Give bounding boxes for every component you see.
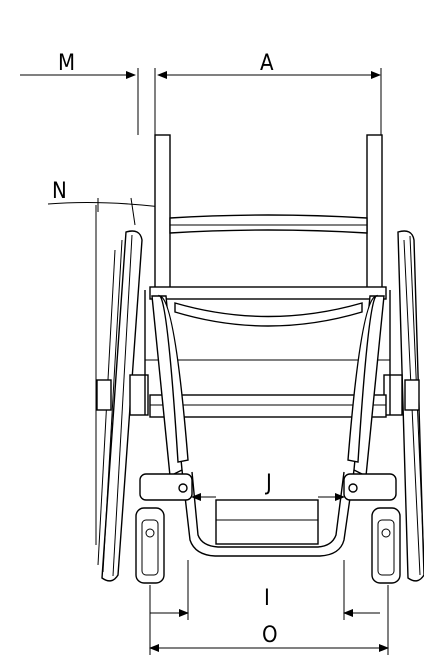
left-caster: [135, 473, 193, 584]
dimension-j: J: [191, 471, 345, 501]
footrest: [181, 469, 355, 557]
label-n: N: [52, 179, 67, 204]
dimension-i: I: [149, 560, 389, 655]
right-caster: [343, 473, 401, 584]
left-rear-wheel: [96, 230, 149, 582]
label-j: J: [264, 471, 272, 496]
label-a: A: [260, 51, 274, 76]
dimension-n: N: [47, 179, 163, 545]
seat-frame: [144, 286, 391, 418]
label-i: I: [264, 586, 270, 611]
backrest-posts: [154, 134, 383, 291]
label-o: O: [262, 623, 278, 648]
dimension-a: A: [137, 51, 382, 135]
dimension-o: O: [149, 623, 389, 652]
backrest: [169, 214, 368, 234]
right-rear-wheel: [383, 230, 424, 582]
label-m: M: [58, 51, 75, 76]
front-frame-tubes: [151, 294, 385, 478]
dimension-m: M: [20, 51, 136, 79]
